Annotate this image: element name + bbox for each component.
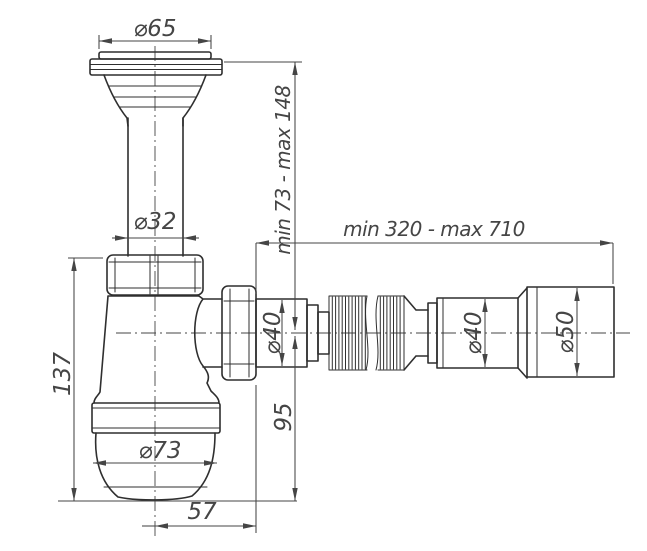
flange-ring-lines: [89, 64, 223, 70]
corrugated-section-2: [375, 295, 405, 371]
dim-label-height-range: min 73 - max 148: [271, 85, 295, 255]
trap-cup-dome: [94, 432, 216, 501]
cup-ring-outline: [91, 402, 221, 434]
dim-axis-to-bottom: 95: [271, 336, 298, 501]
corrugation-2-ribs: [379, 296, 401, 370]
dim-fitting-diameter: ⌀50: [553, 288, 580, 376]
flexible-hose: [255, 286, 615, 379]
dim-overall-height: 137: [50, 257, 297, 502]
hose-outlet-taper: [403, 295, 429, 371]
corrugation-2-break-edge: [375, 295, 379, 371]
cup-ring-lines: [91, 407, 221, 429]
dim-label-flange-diameter: ⌀65: [133, 16, 176, 42]
slip-nut-side-facets: [223, 288, 255, 378]
dim-hose-outlet-diameter: ⌀40: [461, 299, 488, 367]
dim-label-fitting-diameter: ⌀50: [553, 310, 579, 353]
dim-tube-diameter: ⌀32: [112, 209, 199, 241]
corrugated-section-1: [328, 295, 369, 371]
dim-hose-inlet-diameter: ⌀40: [260, 300, 286, 366]
dim-flange-diameter: ⌀65: [98, 16, 212, 49]
trap-body-left-wall: [93, 295, 200, 404]
corrugation-1-outline: [328, 295, 368, 371]
flange-ring: [89, 58, 223, 76]
corrugation-1-ribs: [331, 296, 366, 370]
flange-bell-ridges: [108, 85, 202, 108]
slip-nut-top-facets: [108, 255, 202, 295]
dim-hose-length-range: min 320 - max 710: [255, 217, 614, 294]
fitting-chamfer: [517, 287, 528, 379]
tailpipe: [127, 117, 184, 257]
dim-center-to-outlet: 57: [142, 385, 257, 533]
slip-nut-top-outline: [106, 254, 204, 296]
end-fitting: [526, 286, 615, 378]
dim-label-center-to-outlet: 57: [187, 499, 217, 525]
corrugation-2-outline: [377, 295, 405, 371]
dim-cup-diameter: ⌀73: [93, 438, 217, 466]
dim-label-hose-length-range: min 320 - max 710: [343, 217, 525, 241]
corrugation-1-break-edge: [365, 295, 369, 371]
dim-label-hose-outlet-diameter: ⌀40: [461, 311, 487, 354]
drain-flange: [89, 51, 223, 127]
trap-body: [93, 295, 223, 404]
extension-lines: [255, 243, 614, 294]
slip-nut-top: [106, 254, 204, 296]
hose-outlet-tube: [436, 297, 519, 369]
cup-ring: [91, 402, 221, 434]
dim-label-overall-height: 137: [50, 352, 76, 396]
dim-label-hose-inlet-diameter: ⌀40: [260, 311, 286, 354]
dim-label-tube-diameter: ⌀32: [133, 209, 176, 235]
dim-label-cup-diameter: ⌀73: [138, 438, 181, 464]
trap-body-outlet: [194, 295, 223, 404]
trap-cup: [94, 432, 216, 501]
tailpipe-walls: [127, 117, 184, 257]
dim-height-range: min 73 - max 148: [224, 61, 302, 330]
centerlines: [116, 46, 630, 537]
dim-label-axis-to-bottom: 95: [271, 402, 297, 431]
